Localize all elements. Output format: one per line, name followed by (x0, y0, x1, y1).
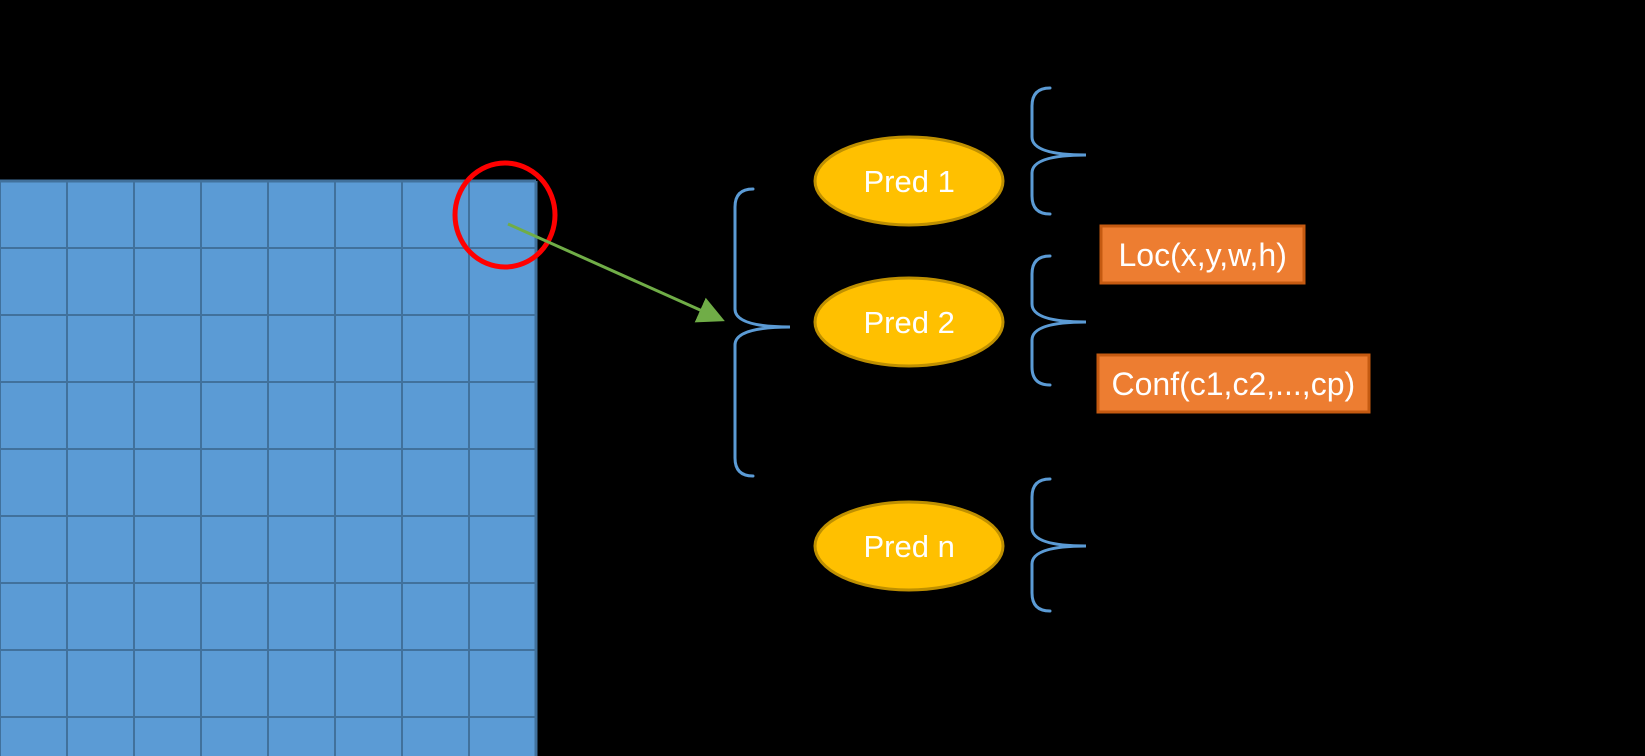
brace-pred-n-outputs (1030, 477, 1087, 613)
loc-output-box[interactable] (1099, 224, 1306, 285)
conf-output-box[interactable] (1096, 353, 1371, 414)
prediction-node-group (813, 135, 1005, 592)
brace-all-predictions (733, 187, 791, 478)
pred-1-node[interactable] (813, 135, 1005, 227)
feature-map-grid (0, 179, 538, 756)
brace-group (733, 86, 1087, 613)
pred-n-node[interactable] (813, 500, 1005, 592)
cell-to-predictions-arrow (507, 222, 725, 323)
pred-2-node[interactable] (813, 276, 1005, 368)
brace-pred-1-outputs (1030, 86, 1087, 216)
output-box-group (1096, 224, 1371, 414)
brace-pred-2-outputs (1030, 254, 1087, 387)
highlighted-cell-circle (452, 160, 558, 270)
